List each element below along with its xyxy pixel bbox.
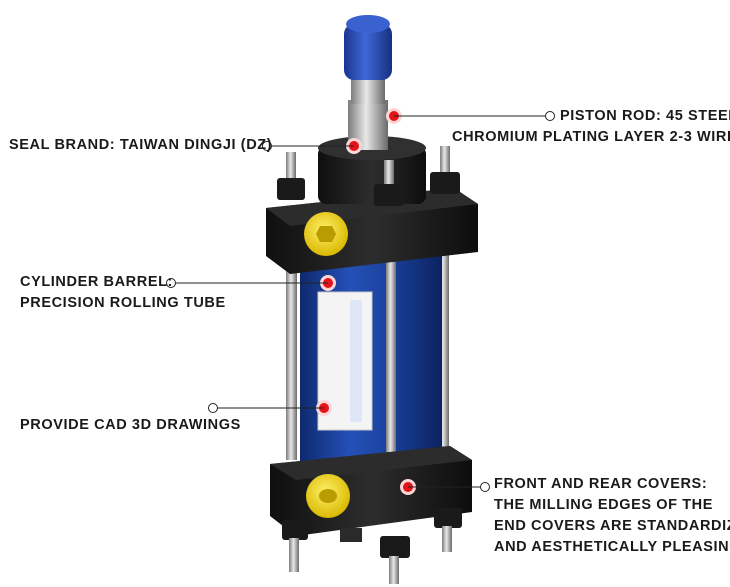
piston-rod <box>344 15 392 150</box>
piston-rod-line2: CHROMIUM PLATING LAYER 2-3 WIRES <box>452 129 730 145</box>
covers-line4: AND AESTHETICALLY PLEASING <box>494 539 730 555</box>
callout-cylinder-barrel: CYLINDER BARREL: PRECISION ROLLING TUBE <box>20 272 226 314</box>
covers-line1: FRONT AND REAR COVERS: <box>494 476 708 492</box>
top-nuts <box>277 146 460 206</box>
callout-covers: FRONT AND REAR COVERS: THE MILLING EDGES… <box>494 474 730 558</box>
seal-brand-line1: SEAL BRAND: TAIWAN DINGJI (DZ) <box>9 137 273 153</box>
covers-line2: THE MILLING EDGES OF THE <box>494 497 714 513</box>
bottom-port-plug <box>306 474 350 518</box>
barrel-line2: PRECISION ROLLING TUBE <box>20 295 226 311</box>
callout-piston-rod: PISTON ROD: 45 STEEL <box>560 106 730 127</box>
front-tie-rod <box>386 262 396 478</box>
piston-rod-line1: PISTON ROD: 45 STEEL <box>560 108 730 124</box>
bottom-nuts <box>282 508 462 584</box>
leader-lines <box>166 111 555 492</box>
top-port-plug <box>304 212 348 256</box>
callout-piston-rod-detail: CHROMIUM PLATING LAYER 2-3 WIRES <box>452 127 730 148</box>
callout-seal-brand: SEAL BRAND: TAIWAN DINGJI (DZ) <box>9 135 272 156</box>
covers-line3: END COVERS ARE STANDARDIZED <box>494 518 730 534</box>
cad-line1: PROVIDE CAD 3D DRAWINGS <box>20 417 241 433</box>
barrel-line1: CYLINDER BARREL: <box>20 274 173 290</box>
callout-cad: PROVIDE CAD 3D DRAWINGS <box>20 415 241 436</box>
